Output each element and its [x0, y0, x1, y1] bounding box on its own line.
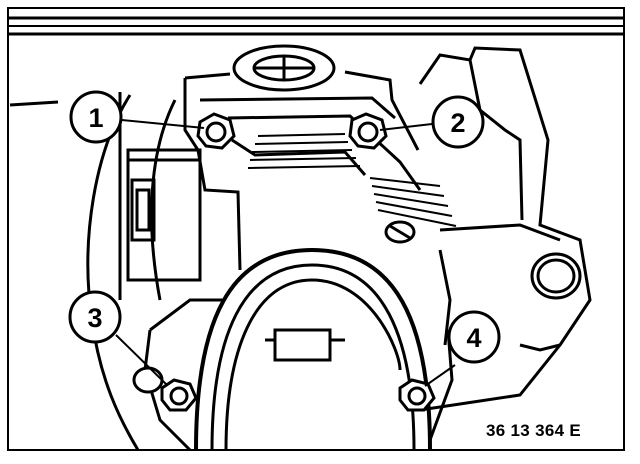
- housing-outline: [9, 92, 177, 451]
- bolt-4: [398, 378, 436, 412]
- callout-2-label: 2: [450, 108, 465, 138]
- right-flange: [418, 46, 592, 352]
- callout-3-label: 3: [87, 303, 102, 333]
- diagram-frame: [7, 7, 625, 451]
- callout-4: 4: [447, 310, 501, 364]
- connector-plug: [126, 148, 202, 282]
- callout-1: 1: [69, 90, 123, 144]
- bolt-3: [132, 366, 198, 412]
- upper-bracket: [183, 70, 422, 271]
- small-nut: [384, 220, 416, 244]
- callout-4-label: 4: [466, 323, 481, 353]
- bracket-ribs: [247, 133, 457, 227]
- emblem-roundel: [232, 44, 336, 92]
- callout-1-label: 1: [88, 103, 103, 133]
- bolt-1: [196, 112, 236, 150]
- callout-3: 3: [68, 290, 122, 344]
- central-arch: [194, 247, 432, 451]
- figure-reference-code: 36 13 364 E: [486, 421, 581, 440]
- leader-lines: [115, 119, 456, 387]
- bolt-2: [348, 112, 388, 150]
- callout-2: 2: [431, 95, 485, 149]
